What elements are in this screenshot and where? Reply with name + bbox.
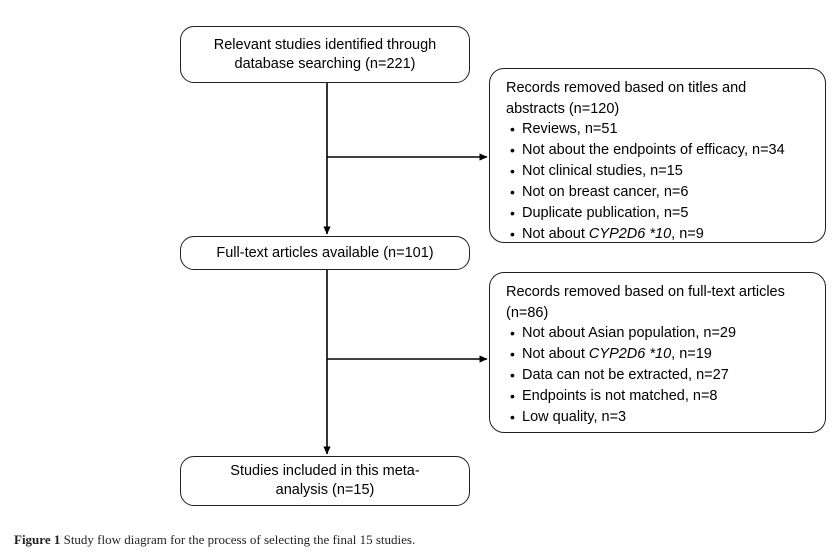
excluded-titles-list: Reviews, n=51Not about the endpoints of … <box>490 119 825 245</box>
list-item: Not about Asian population, n=29 <box>510 323 817 344</box>
list-item: Data can not be extracted, n=27 <box>510 365 817 386</box>
excluded-fulltext-list: Not about Asian population, n=29Not abou… <box>490 323 825 428</box>
excluded-titles-heading: Records removed based on titles and abst… <box>506 80 747 117</box>
list-item: Reviews, n=51 <box>510 119 817 140</box>
node-included-label: Studies included in this meta- analysis … <box>230 463 420 498</box>
list-item: Endpoints is not matched, n=8 <box>510 386 817 407</box>
node-records-removed-titles-abstracts: Records removed based on titles and abst… <box>489 68 826 245</box>
node-studies-included: Studies included in this meta- analysis … <box>180 456 470 506</box>
node-records-removed-full-text: Records removed based on full-text artic… <box>489 272 826 433</box>
list-item: Not on breast cancer, n=6 <box>510 182 817 203</box>
figure-caption: Figure 1 Study flow diagram for the proc… <box>14 531 814 548</box>
figure-caption-text: Study flow diagram for the process of se… <box>63 532 416 547</box>
list-item: Not about the endpoints of efficacy, n=3… <box>510 140 817 161</box>
node-relevant-studies-identified: Relevant studies identified through data… <box>180 26 470 83</box>
list-item: Not about CYP2D6 *10, n=9 <box>510 224 817 245</box>
list-item: Duplicate publication, n=5 <box>510 203 817 224</box>
node-full-text-articles-available: Full-text articles available (n=101) <box>180 236 470 270</box>
list-item: Not clinical studies, n=15 <box>510 161 817 182</box>
excluded-fulltext-heading: Records removed based on full-text artic… <box>506 284 785 321</box>
figure-caption-label: Figure 1 <box>14 532 61 547</box>
node-identified-label: Relevant studies identified through data… <box>213 36 437 72</box>
list-item: Low quality, n=3 <box>510 407 817 428</box>
list-item: Not about CYP2D6 *10, n=19 <box>510 344 817 365</box>
node-fulltext-label: Full-text articles available (n=101) <box>216 244 434 261</box>
